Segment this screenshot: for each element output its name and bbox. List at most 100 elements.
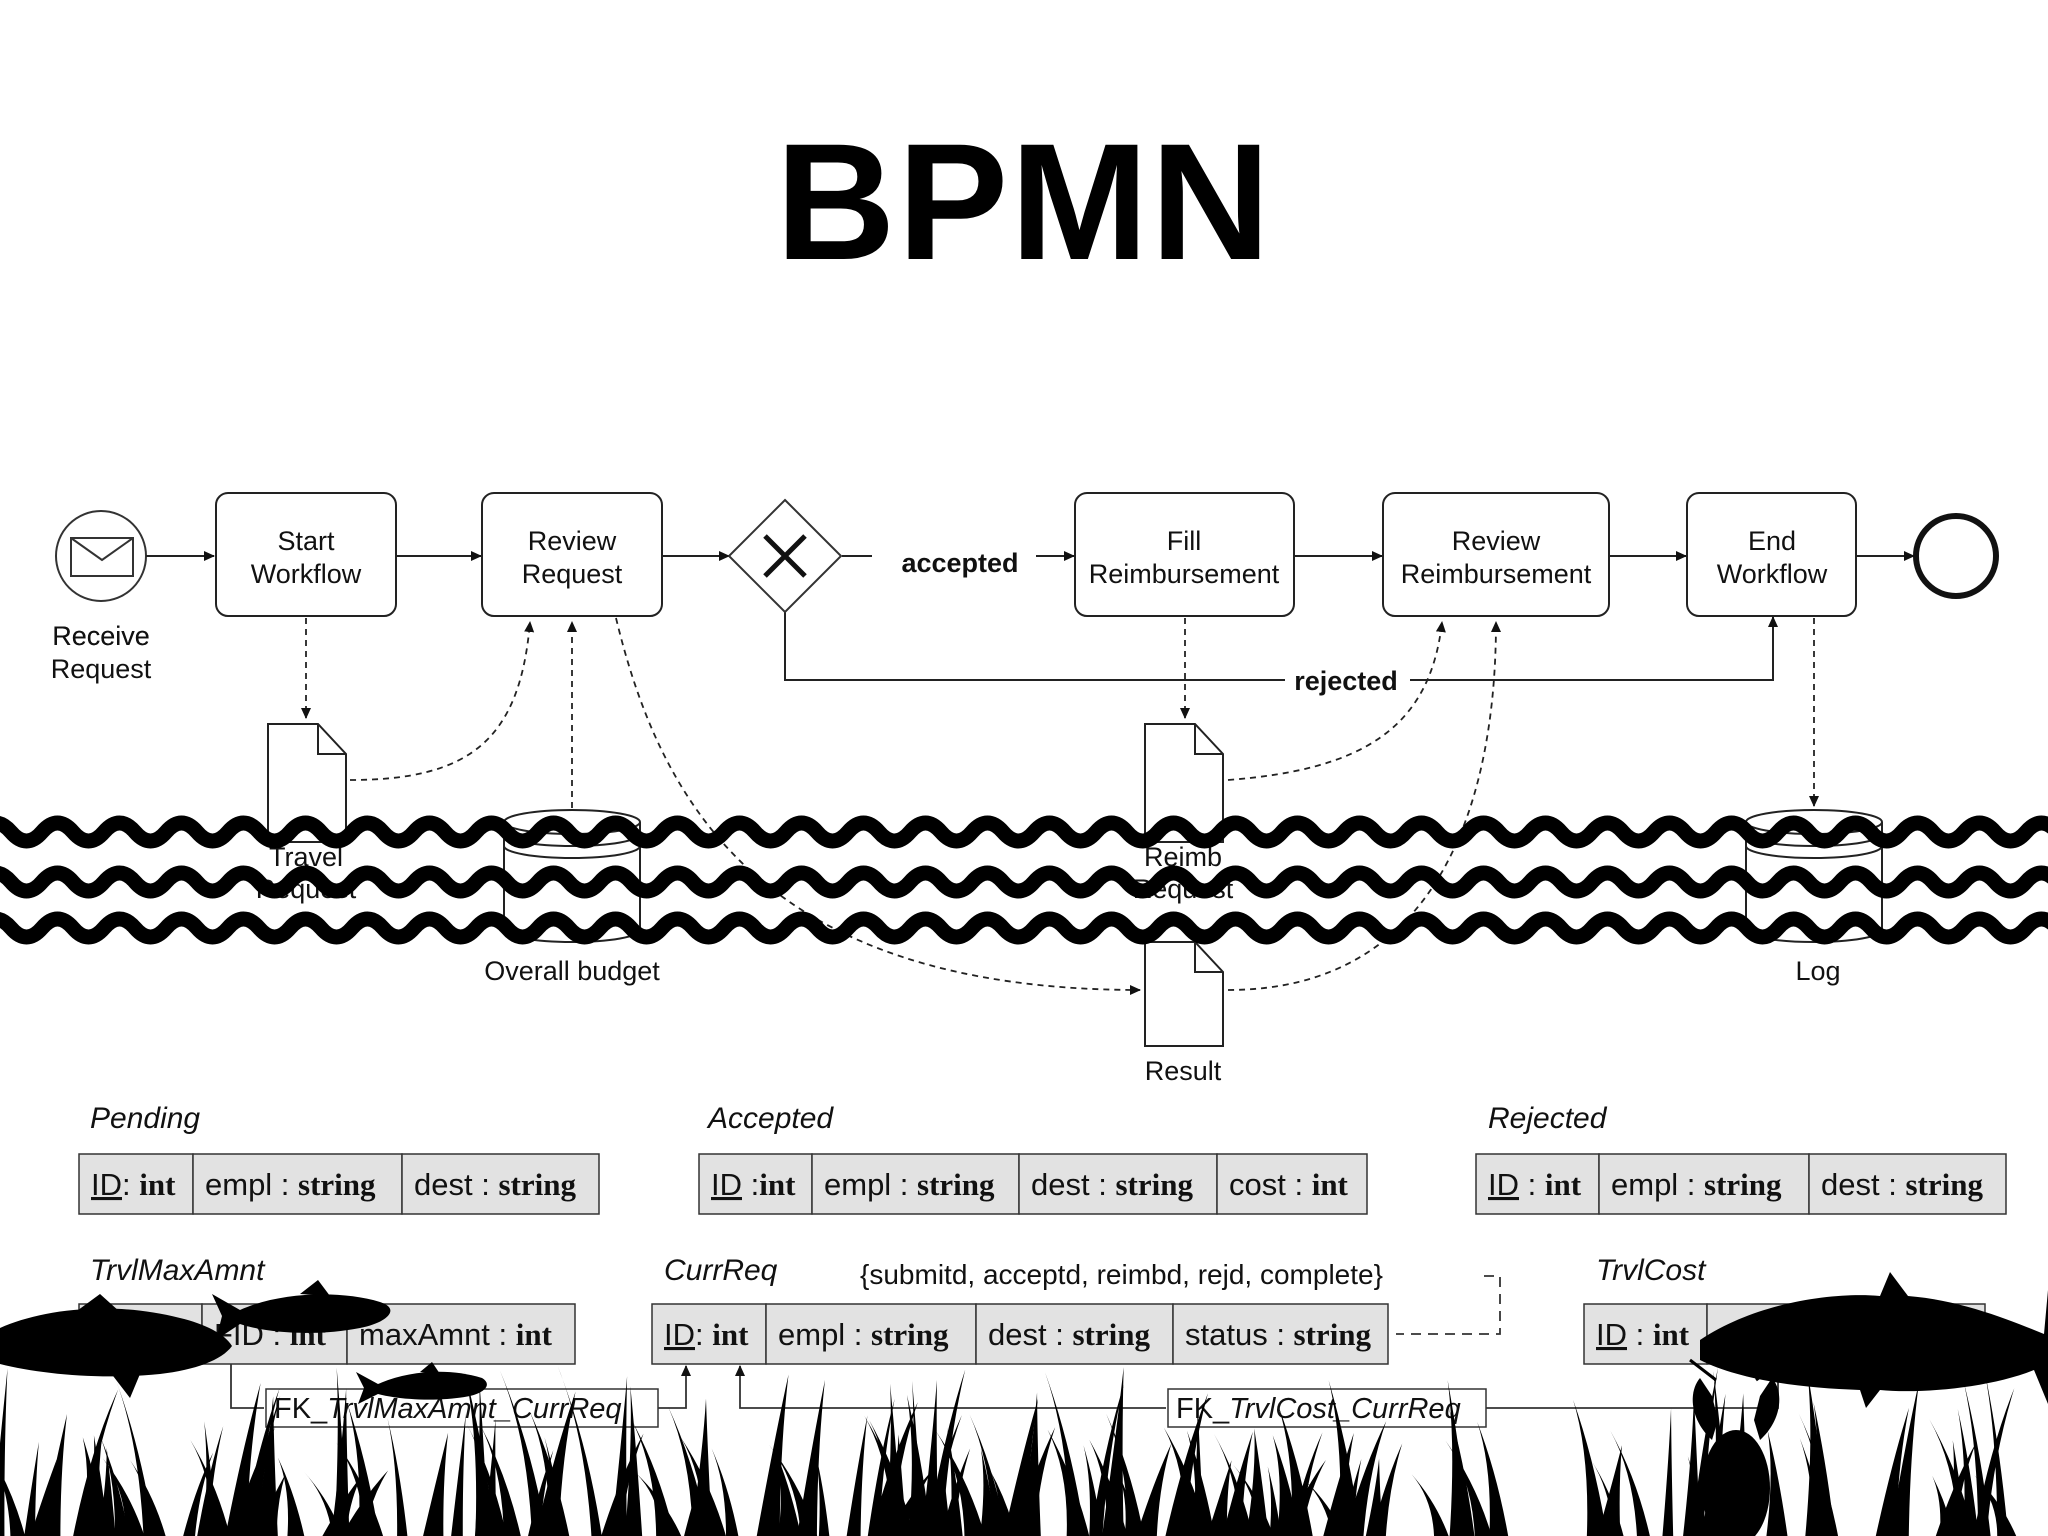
grass-blade <box>869 1402 918 1536</box>
field-text: ID :int <box>711 1167 796 1202</box>
grass-blade <box>766 1466 780 1536</box>
assoc-travel-to-review <box>349 621 535 781</box>
grass-blade <box>1213 1433 1253 1536</box>
grass-blade <box>1597 1445 1622 1536</box>
grass-blade <box>1246 1428 1269 1536</box>
end-event[interactable] <box>1913 513 1999 599</box>
grass-blade <box>499 1370 547 1536</box>
field-text: dest : string <box>1821 1167 1983 1202</box>
grass-blade <box>1323 1432 1354 1536</box>
field-text: empl : string <box>205 1167 376 1202</box>
grass-blade <box>535 1391 576 1536</box>
grass-blade <box>331 1388 350 1536</box>
seaweed-grass <box>0 1366 2017 1536</box>
grass-blade <box>0 1470 25 1536</box>
grass-blade <box>98 1447 116 1536</box>
task-review-reimbursement[interactable] <box>1382 492 1610 617</box>
table-name: CurrReq <box>664 1254 778 1287</box>
grass-blade <box>1090 1384 1124 1536</box>
grass-blade <box>911 1380 923 1536</box>
assoc-result-to-review <box>1227 621 1501 991</box>
grass-blade <box>601 1433 644 1536</box>
grass-blade <box>1267 1466 1282 1536</box>
flow-rejected-right <box>1410 616 1778 681</box>
grass-blade <box>864 1415 914 1536</box>
table-cell <box>698 1153 813 1215</box>
exclusive-gateway[interactable] <box>727 498 843 614</box>
table-cell <box>1172 1303 1389 1365</box>
start-event-label-1: Receive <box>52 621 150 651</box>
grass-blade <box>631 1419 675 1536</box>
grass-blade <box>387 1417 408 1536</box>
field-text: cost : int <box>1229 1167 1349 1202</box>
task1-label-line1: Start <box>277 526 335 556</box>
grass-blade <box>815 1451 830 1536</box>
field-text: ID: int <box>91 1167 176 1202</box>
fk-cost-line-left <box>735 1365 1166 1409</box>
status-domain-link <box>1396 1275 1501 1335</box>
grass-blade <box>1277 1403 1313 1536</box>
data-object-reimb-request[interactable] <box>1144 723 1224 843</box>
start-event-label-2: Request <box>51 654 152 684</box>
grass-blade <box>1573 1399 1608 1536</box>
fish-left <box>212 1280 391 1340</box>
grass-blade <box>1477 1421 1509 1536</box>
grass-blade <box>1106 1413 1144 1536</box>
data-object-travel-request[interactable] <box>267 723 347 843</box>
wave-line <box>0 911 2048 945</box>
field-text: empl : string <box>1611 1167 1782 1202</box>
task3-label-line1: Fill <box>1167 526 1202 556</box>
task-start-workflow[interactable] <box>215 492 397 617</box>
grass-blade <box>451 1413 466 1536</box>
rejected-label: rejected <box>1294 666 1398 696</box>
grass-blade <box>557 1366 602 1536</box>
grass-blade <box>277 1457 305 1536</box>
grass-blade <box>183 1452 214 1536</box>
grass-blade <box>867 1398 895 1536</box>
fk-max-line-right <box>658 1365 691 1409</box>
fk-trvlcost-label: FK_TrvlCost_CurrReq <box>1167 1388 1487 1428</box>
grass-blade <box>1411 1474 1449 1536</box>
task1-label-line2: Workflow <box>251 559 362 589</box>
grass-blade <box>1341 1459 1362 1536</box>
start-event[interactable] <box>55 510 147 602</box>
grass-blade <box>774 1448 802 1536</box>
grass-blade <box>711 1448 739 1536</box>
grass-blade <box>1983 1367 2009 1536</box>
grass-blade <box>246 1395 281 1536</box>
field-text: dest : string <box>414 1167 576 1202</box>
task-review-request[interactable] <box>481 492 663 617</box>
grass-blade <box>1813 1402 1836 1536</box>
grass-blade <box>980 1448 998 1536</box>
grass-blade <box>1929 1419 1975 1536</box>
data-object-result[interactable] <box>1144 941 1224 1047</box>
task3-label-line2: Reimbursement <box>1089 559 1280 589</box>
field-text: ID : int <box>1596 1317 1690 1352</box>
wave-separator <box>0 815 2048 945</box>
task5-label-line1: End <box>1748 526 1796 556</box>
task4-label-line2: Reimbursement <box>1401 559 1592 589</box>
task-fill-reimbursement[interactable] <box>1074 492 1295 617</box>
grass-blade <box>1299 1475 1345 1536</box>
field-text: ID: int <box>664 1317 749 1352</box>
task-end-workflow[interactable] <box>1686 492 1857 617</box>
grass-blade <box>1766 1430 1788 1536</box>
table-cell <box>651 1303 767 1365</box>
grass-blade <box>1957 1408 1979 1536</box>
table-cell <box>1475 1153 1600 1215</box>
task5-label-line2: Workflow <box>1717 559 1828 589</box>
grass-blade <box>1447 1380 1469 1536</box>
grass-blade <box>40 1413 68 1536</box>
log-label: Log <box>1795 956 1840 986</box>
shark-silhouette <box>1700 1272 2048 1408</box>
table-cell <box>401 1153 600 1215</box>
grass-blade <box>130 1460 166 1536</box>
grass-blade <box>100 1436 130 1536</box>
table-cell <box>1018 1153 1218 1215</box>
grass-blade <box>102 1458 145 1536</box>
task-labels: Start Workflow Review Request Fill Reimb… <box>51 526 1841 1086</box>
